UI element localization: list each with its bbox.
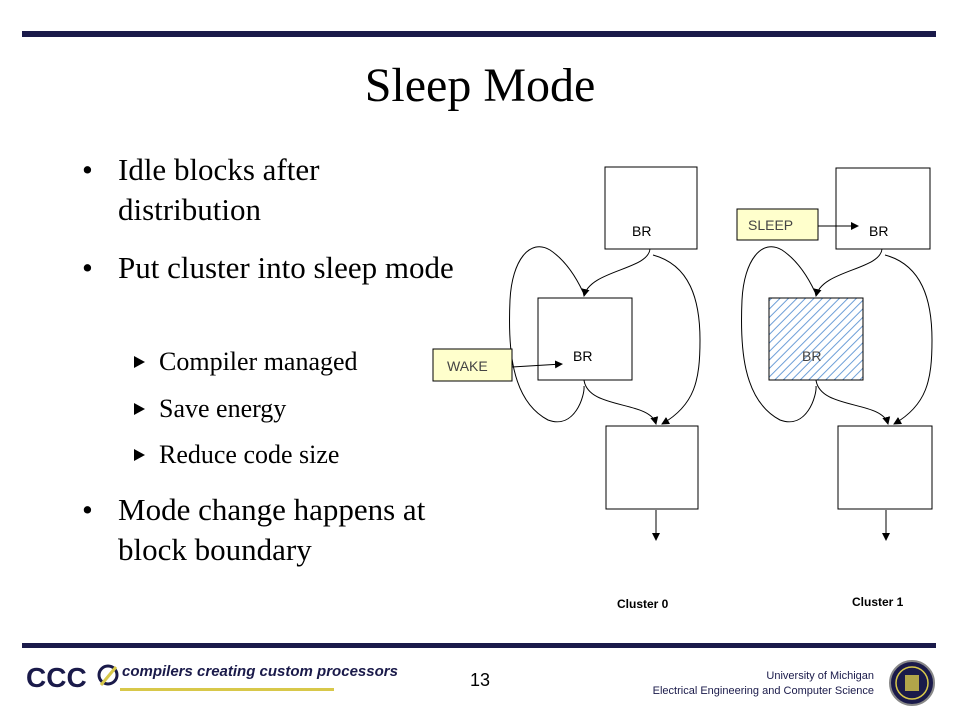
sub-bullet-save-energy: Save energy — [134, 393, 286, 425]
c0-top-block — [604, 166, 698, 250]
triangle-bullet-icon — [134, 356, 145, 369]
logo-text: CCC — [26, 662, 87, 693]
sub-bullet-text: Save energy — [159, 394, 287, 423]
sub-bullet-compiler-managed: Compiler managed — [134, 346, 358, 378]
department-name: Electrical Engineering and Computer Scie… — [652, 685, 874, 697]
wake-arrow — [511, 360, 563, 369]
slide-title: Sleep Mode — [364, 59, 596, 112]
c0-arrow-top-to-mid — [581, 248, 651, 297]
tagline: compilers creating custom processors — [122, 663, 398, 680]
bullet-dot-icon: • — [82, 152, 93, 187]
c1-mid-block-label: BR — [802, 348, 821, 364]
wake-note — [432, 348, 513, 382]
bottom-rule — [22, 643, 936, 648]
sub-bullet-text: Reduce code size — [159, 440, 340, 469]
ccc-logo: CCC — [26, 662, 119, 693]
page-number: 13 — [469, 670, 491, 690]
cluster1-label: Cluster 1 — [852, 595, 904, 609]
affiliation: University of Michigan Electrical Engine… — [653, 669, 874, 699]
university-name: University of Michigan — [766, 670, 874, 682]
bullet-text: Idle blocks after distribution — [118, 152, 320, 227]
university-seal-icon — [889, 660, 935, 706]
triangle-bullet-icon — [134, 403, 145, 416]
c1-skip-edge — [884, 254, 933, 425]
bullet-text: Mode change happens at block boundary — [118, 492, 426, 567]
c0-mid-block-label: BR — [573, 348, 592, 364]
c0-mid-block — [537, 297, 633, 381]
wake-label: WAKE — [447, 358, 488, 374]
c1-arrow-top-to-mid — [813, 248, 883, 297]
c0-loop-edge — [508, 246, 585, 423]
logo-emblem-icon — [97, 664, 119, 686]
c1-mid-block-sleeping — [768, 297, 864, 381]
sub-bullet-text: Compiler managed — [159, 347, 358, 376]
top-rule — [22, 31, 936, 37]
c1-bottom-block — [837, 425, 933, 510]
c0-arrow-mid-to-bottom — [583, 379, 659, 425]
sub-bullet-reduce-code-size: Reduce code size — [134, 439, 339, 471]
sleep-note — [736, 208, 819, 241]
c1-top-block — [835, 167, 931, 250]
c1-top-block-label: BR — [869, 223, 888, 239]
logo-emblem-stroke — [99, 666, 118, 686]
c1-arrow-mid-to-bottom — [815, 379, 891, 425]
bullet-dot-icon: • — [82, 250, 93, 285]
tagline-underline — [120, 688, 334, 691]
cluster0-label: Cluster 0 — [617, 597, 669, 611]
sleep-label: SLEEP — [748, 217, 793, 233]
bullet-dot-icon: • — [82, 492, 93, 527]
bullet-text: Put cluster into sleep mode — [118, 250, 454, 285]
triangle-bullet-icon — [134, 449, 145, 462]
c0-skip-edge — [652, 254, 701, 425]
c0-bottom-block — [605, 425, 699, 510]
c0-top-block-label: BR — [632, 223, 651, 239]
c1-loop-edge — [740, 246, 817, 423]
